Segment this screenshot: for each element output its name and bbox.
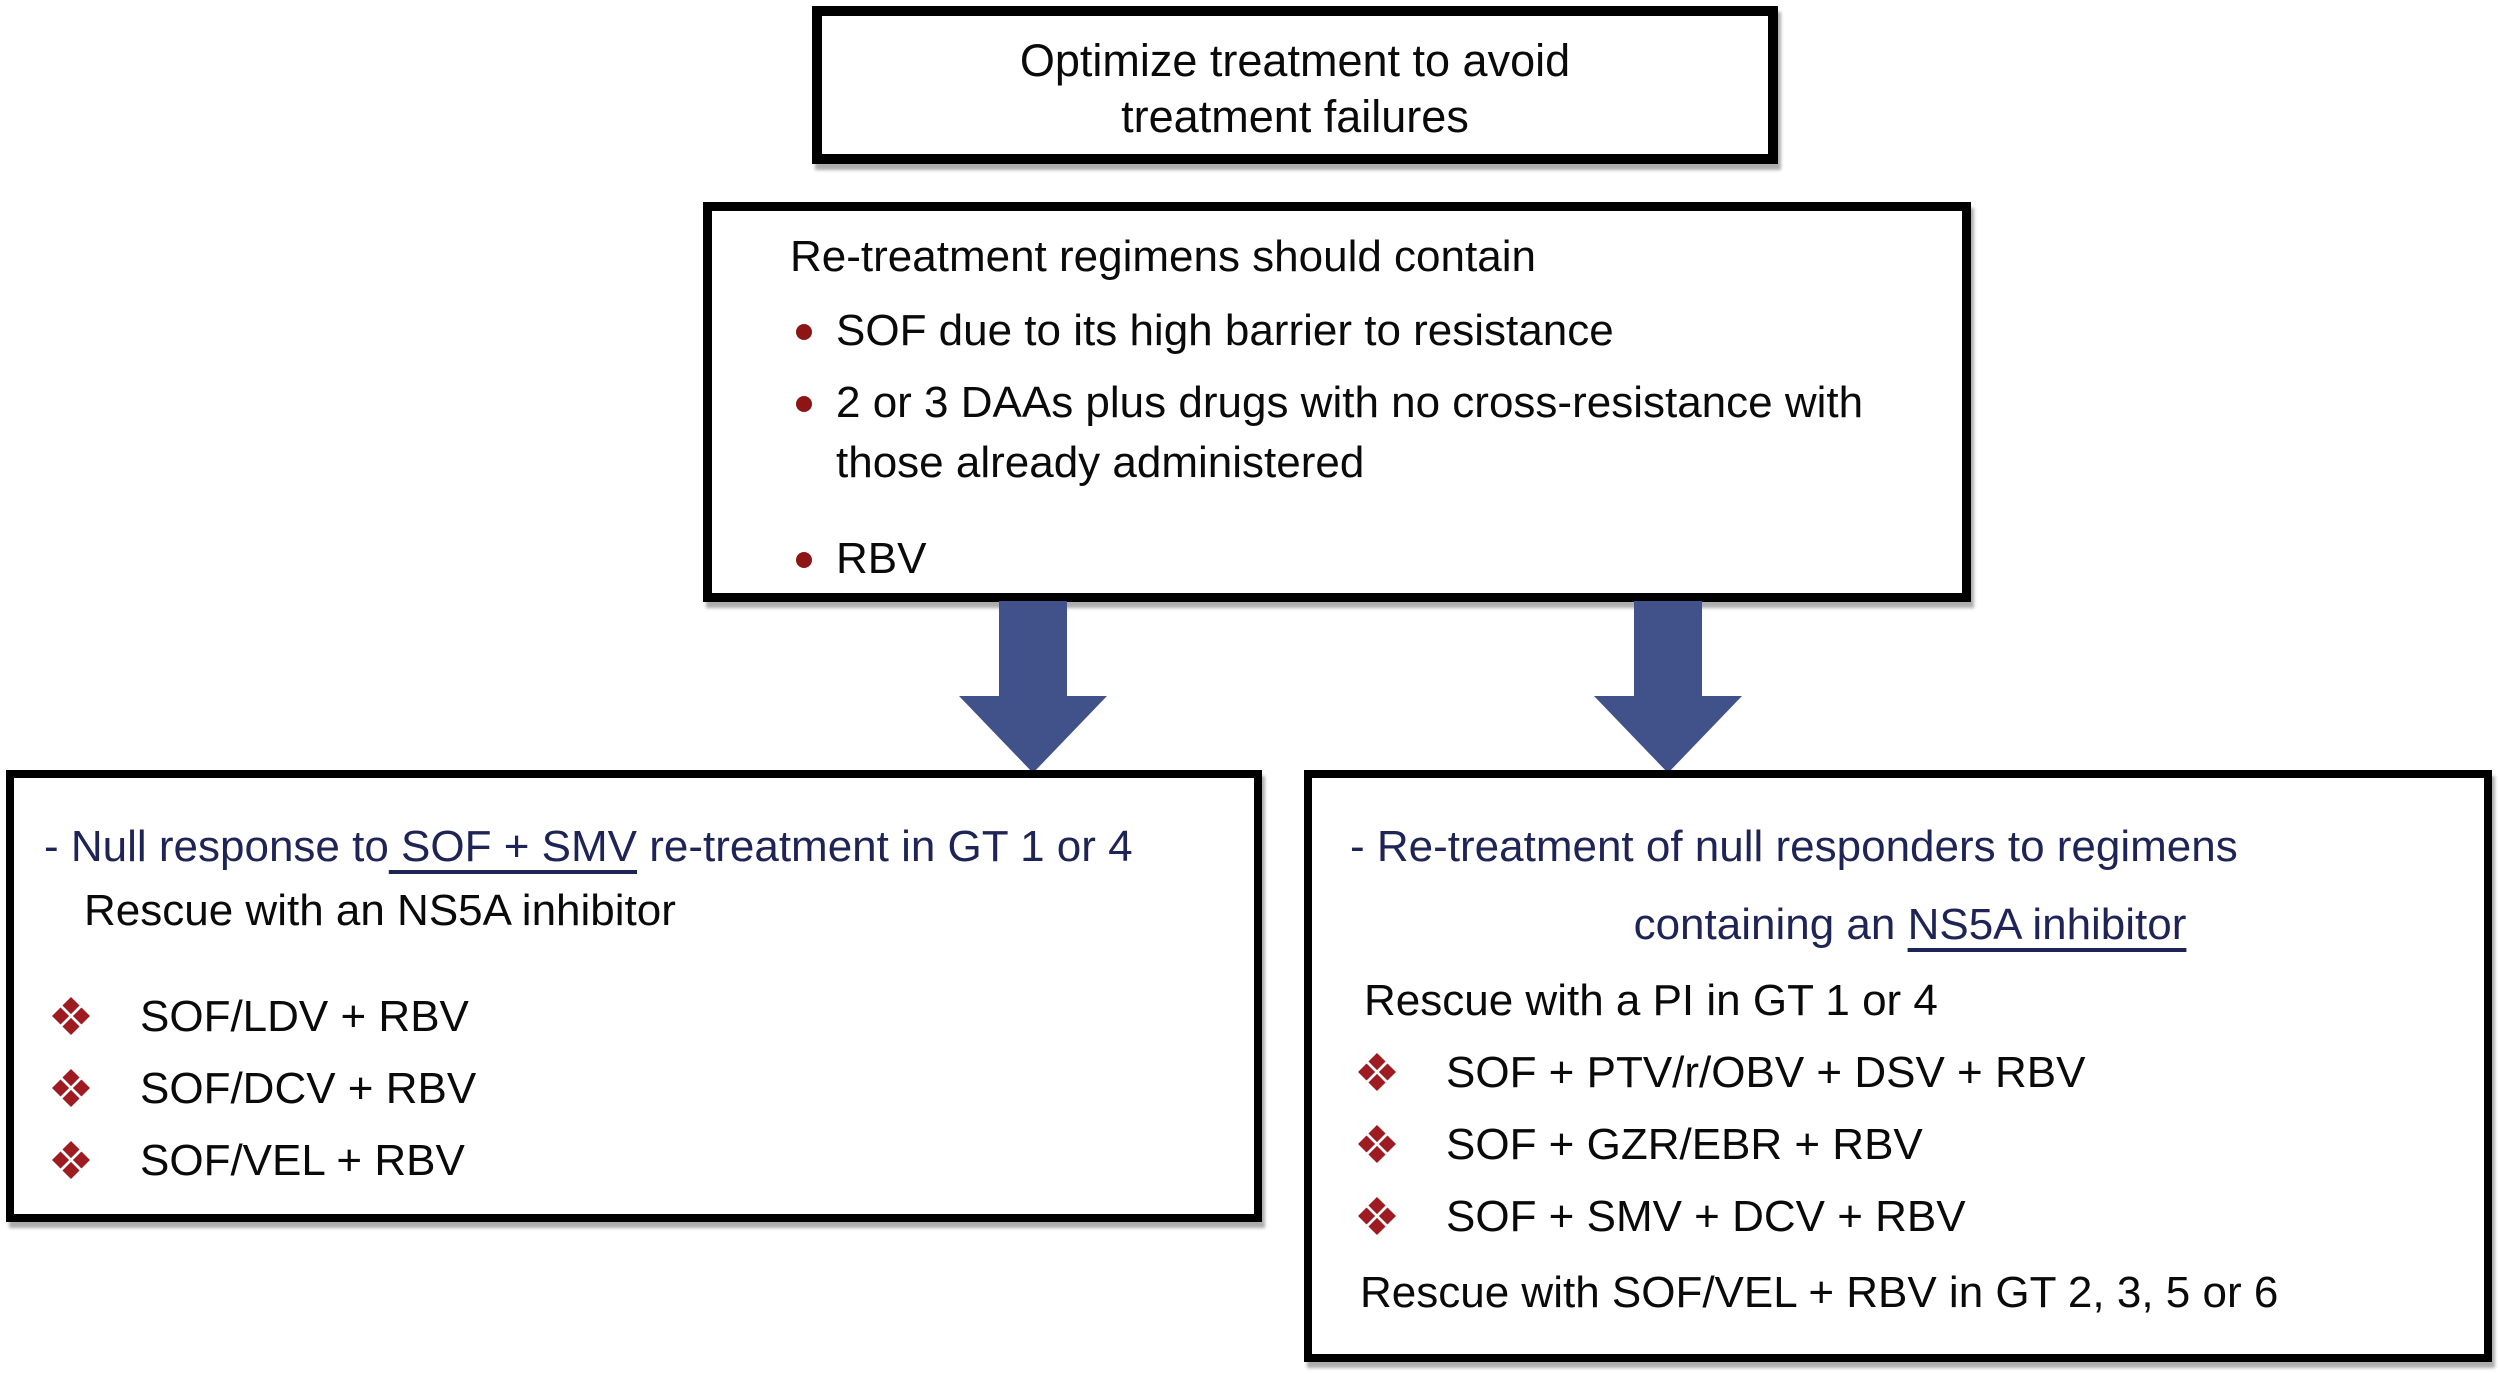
right-box-footer: Rescue with SOF/VEL + RBV in GT 2, 3, 5 … xyxy=(1360,1268,2279,1317)
right-title-pre: containing an xyxy=(1633,900,1908,949)
left-title-post: re-treatment in GT 1 or 4 xyxy=(637,822,1133,871)
right-box-title-line1: - Re-treatment of null responders to reg… xyxy=(1350,822,2238,871)
diamond-bullet-icon xyxy=(1358,1197,1396,1235)
diamond-bullet-icon xyxy=(52,997,90,1035)
left-title-underlined: SOF + SMV xyxy=(388,822,637,871)
round-bullet-icon xyxy=(796,324,812,340)
right-box-subtitle: Rescue with a PI in GT 1 or 4 xyxy=(1364,976,1938,1025)
regimen-text: SOF/VEL + RBV xyxy=(140,1136,465,1185)
diamond-bullet-icon xyxy=(1358,1125,1396,1163)
criteria-bullet-sof: SOF due to its high barrier to resistanc… xyxy=(790,301,1911,361)
regimen-item: SOF + SMV + DCV + RBV xyxy=(1350,1188,2470,1246)
regimen-item: SOF/LDV + RBV xyxy=(44,988,1244,1046)
regimen-text: SOF/DCV + RBV xyxy=(140,1064,477,1113)
left-regimen-list: SOF/LDV + RBV SOF/DCV + RBV SOF/VEL + RB… xyxy=(44,988,1244,1190)
down-arrow-icon xyxy=(959,601,1107,773)
regimen-text: SOF + GZR/EBR + RBV xyxy=(1446,1120,1923,1169)
criteria-bullet-text: 2 or 3 DAAs plus drugs with no cross-res… xyxy=(836,378,1864,487)
left-box-title: - Null response to SOF + SMV re-treatmen… xyxy=(44,818,1244,876)
optimize-treatment-line2: treatment failures xyxy=(1121,91,1469,142)
optimize-treatment-line1: Optimize treatment to avoid xyxy=(1019,35,1571,86)
criteria-bullet-text: SOF due to its high barrier to resistanc… xyxy=(836,306,1614,355)
regimen-text: SOF + PTV/r/OBV + DSV + RBV xyxy=(1446,1048,2086,1097)
sof-smv-null-response-box: - Null response to SOF + SMV re-treatmen… xyxy=(6,770,1262,1222)
round-bullet-icon xyxy=(796,552,812,568)
regimen-text: SOF/LDV + RBV xyxy=(140,992,469,1041)
right-box-title-line2: containing an NS5A inhibitor xyxy=(1350,896,2470,954)
criteria-bullet-rbv: RBV xyxy=(790,529,1911,589)
right-regimen-list: SOF + PTV/r/OBV + DSV + RBV SOF + GZR/EB… xyxy=(1350,1044,2470,1246)
criteria-bullet-text: RBV xyxy=(836,534,927,583)
criteria-bullet-list: SOF due to its high barrier to resistanc… xyxy=(790,301,1932,589)
regimen-item: SOF + PTV/r/OBV + DSV + RBV xyxy=(1350,1044,2470,1102)
round-bullet-icon xyxy=(796,396,812,412)
regimen-item: SOF/DCV + RBV xyxy=(44,1060,1244,1118)
optimize-treatment-box: Optimize treatment to avoid treatment fa… xyxy=(812,6,1778,164)
left-box-subtitle: Rescue with an NS5A inhibitor xyxy=(84,886,676,935)
criteria-bullet-daas: 2 or 3 DAAs plus drugs with no cross-res… xyxy=(790,373,1911,493)
regimen-text: SOF + SMV + DCV + RBV xyxy=(1446,1192,1966,1241)
criteria-header: Re-treatment regimens should contain xyxy=(790,232,1536,281)
regimen-item: SOF + GZR/EBR + RBV xyxy=(1350,1116,2470,1174)
retreatment-criteria-box: Re-treatment regimens should contain SOF… xyxy=(703,202,1971,602)
ns5a-null-responders-box: - Re-treatment of null responders to reg… xyxy=(1304,770,2492,1362)
diamond-bullet-icon xyxy=(1358,1053,1396,1091)
right-title-underlined: NS5A inhibitor xyxy=(1907,900,2187,949)
regimen-item: SOF/VEL + RBV xyxy=(44,1132,1244,1190)
left-title-pre: - Null response to xyxy=(44,822,389,871)
down-arrow-icon xyxy=(1594,601,1742,773)
diamond-bullet-icon xyxy=(52,1069,90,1107)
diamond-bullet-icon xyxy=(52,1141,90,1179)
